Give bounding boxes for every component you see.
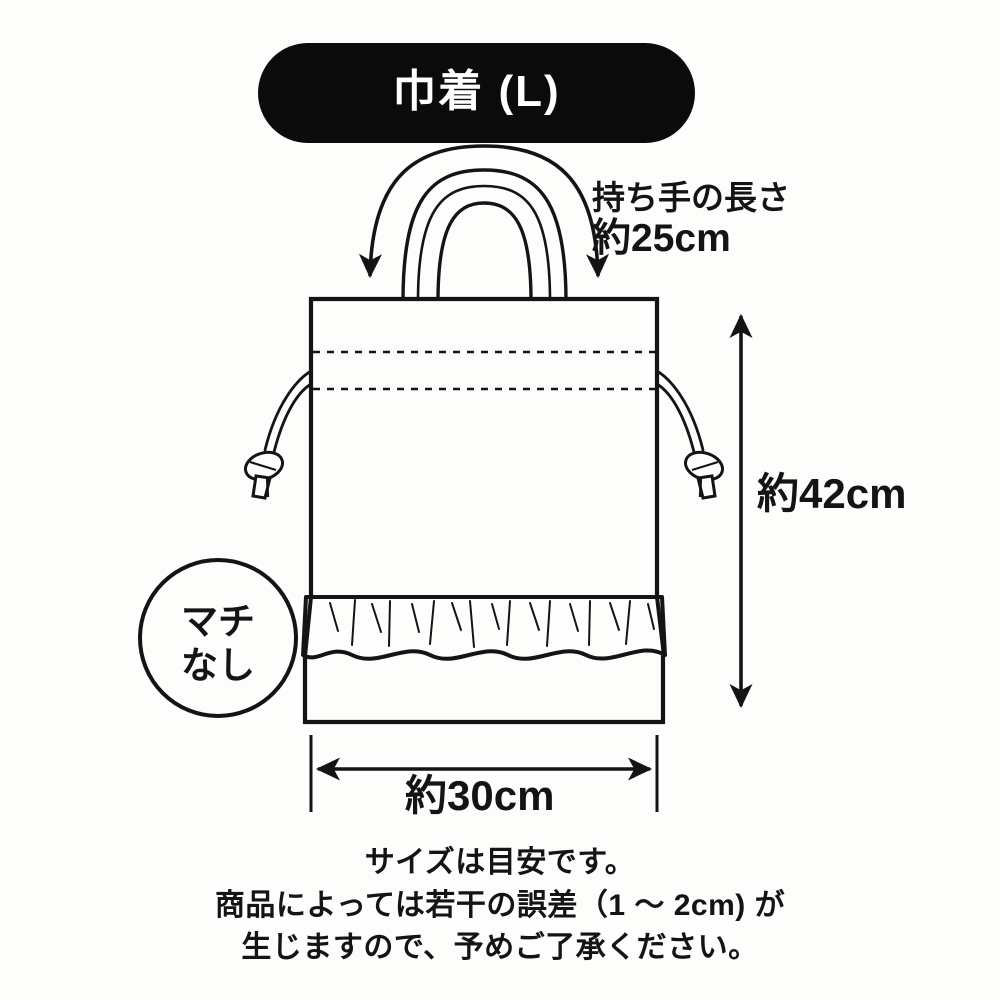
size-disclaimer-note: サイズは目安です。 商品によっては若干の誤差（1 ～ 2cm) が 生じますので…	[0, 842, 1000, 970]
handle-measure-arc	[358, 144, 610, 279]
gusset-callout-line2: なし	[181, 644, 255, 686]
width-dimension-label: 約30cm	[405, 772, 555, 819]
cord-knot-right	[683, 450, 725, 500]
drawstring-cord-left	[263, 369, 313, 454]
handle-length-value: 約25cm	[592, 216, 731, 260]
height-dimension-label: 約42cm	[757, 470, 907, 517]
product-title-text: 巾着 (L)	[392, 67, 561, 116]
gusset-callout-circle	[138, 558, 298, 718]
drawstring-cord-right	[655, 369, 705, 454]
handle-length-label: 持ち手の長さ 約25cm	[592, 179, 790, 261]
size-disclaimer-line3: 生じますので、予めご了承ください。	[241, 931, 759, 965]
width-dimension-arrow	[309, 735, 659, 812]
product-title-badge: 巾着 (L)	[258, 43, 695, 143]
cord-knot-left	[243, 450, 285, 500]
bag-handle	[401, 168, 568, 303]
bag-body	[308, 296, 660, 601]
handle-length-label-line1: 持ち手の長さ	[592, 179, 790, 216]
gusset-callout-label: マチ なし	[148, 600, 288, 687]
gusset-callout-line1: マチ	[181, 601, 255, 642]
size-disclaimer-line2: 商品によっては若干の誤差（1 ～ 2cm) が	[214, 888, 786, 922]
size-disclaimer-line1: サイズは目安です。	[364, 846, 636, 879]
bag-ruffle	[301, 595, 667, 661]
